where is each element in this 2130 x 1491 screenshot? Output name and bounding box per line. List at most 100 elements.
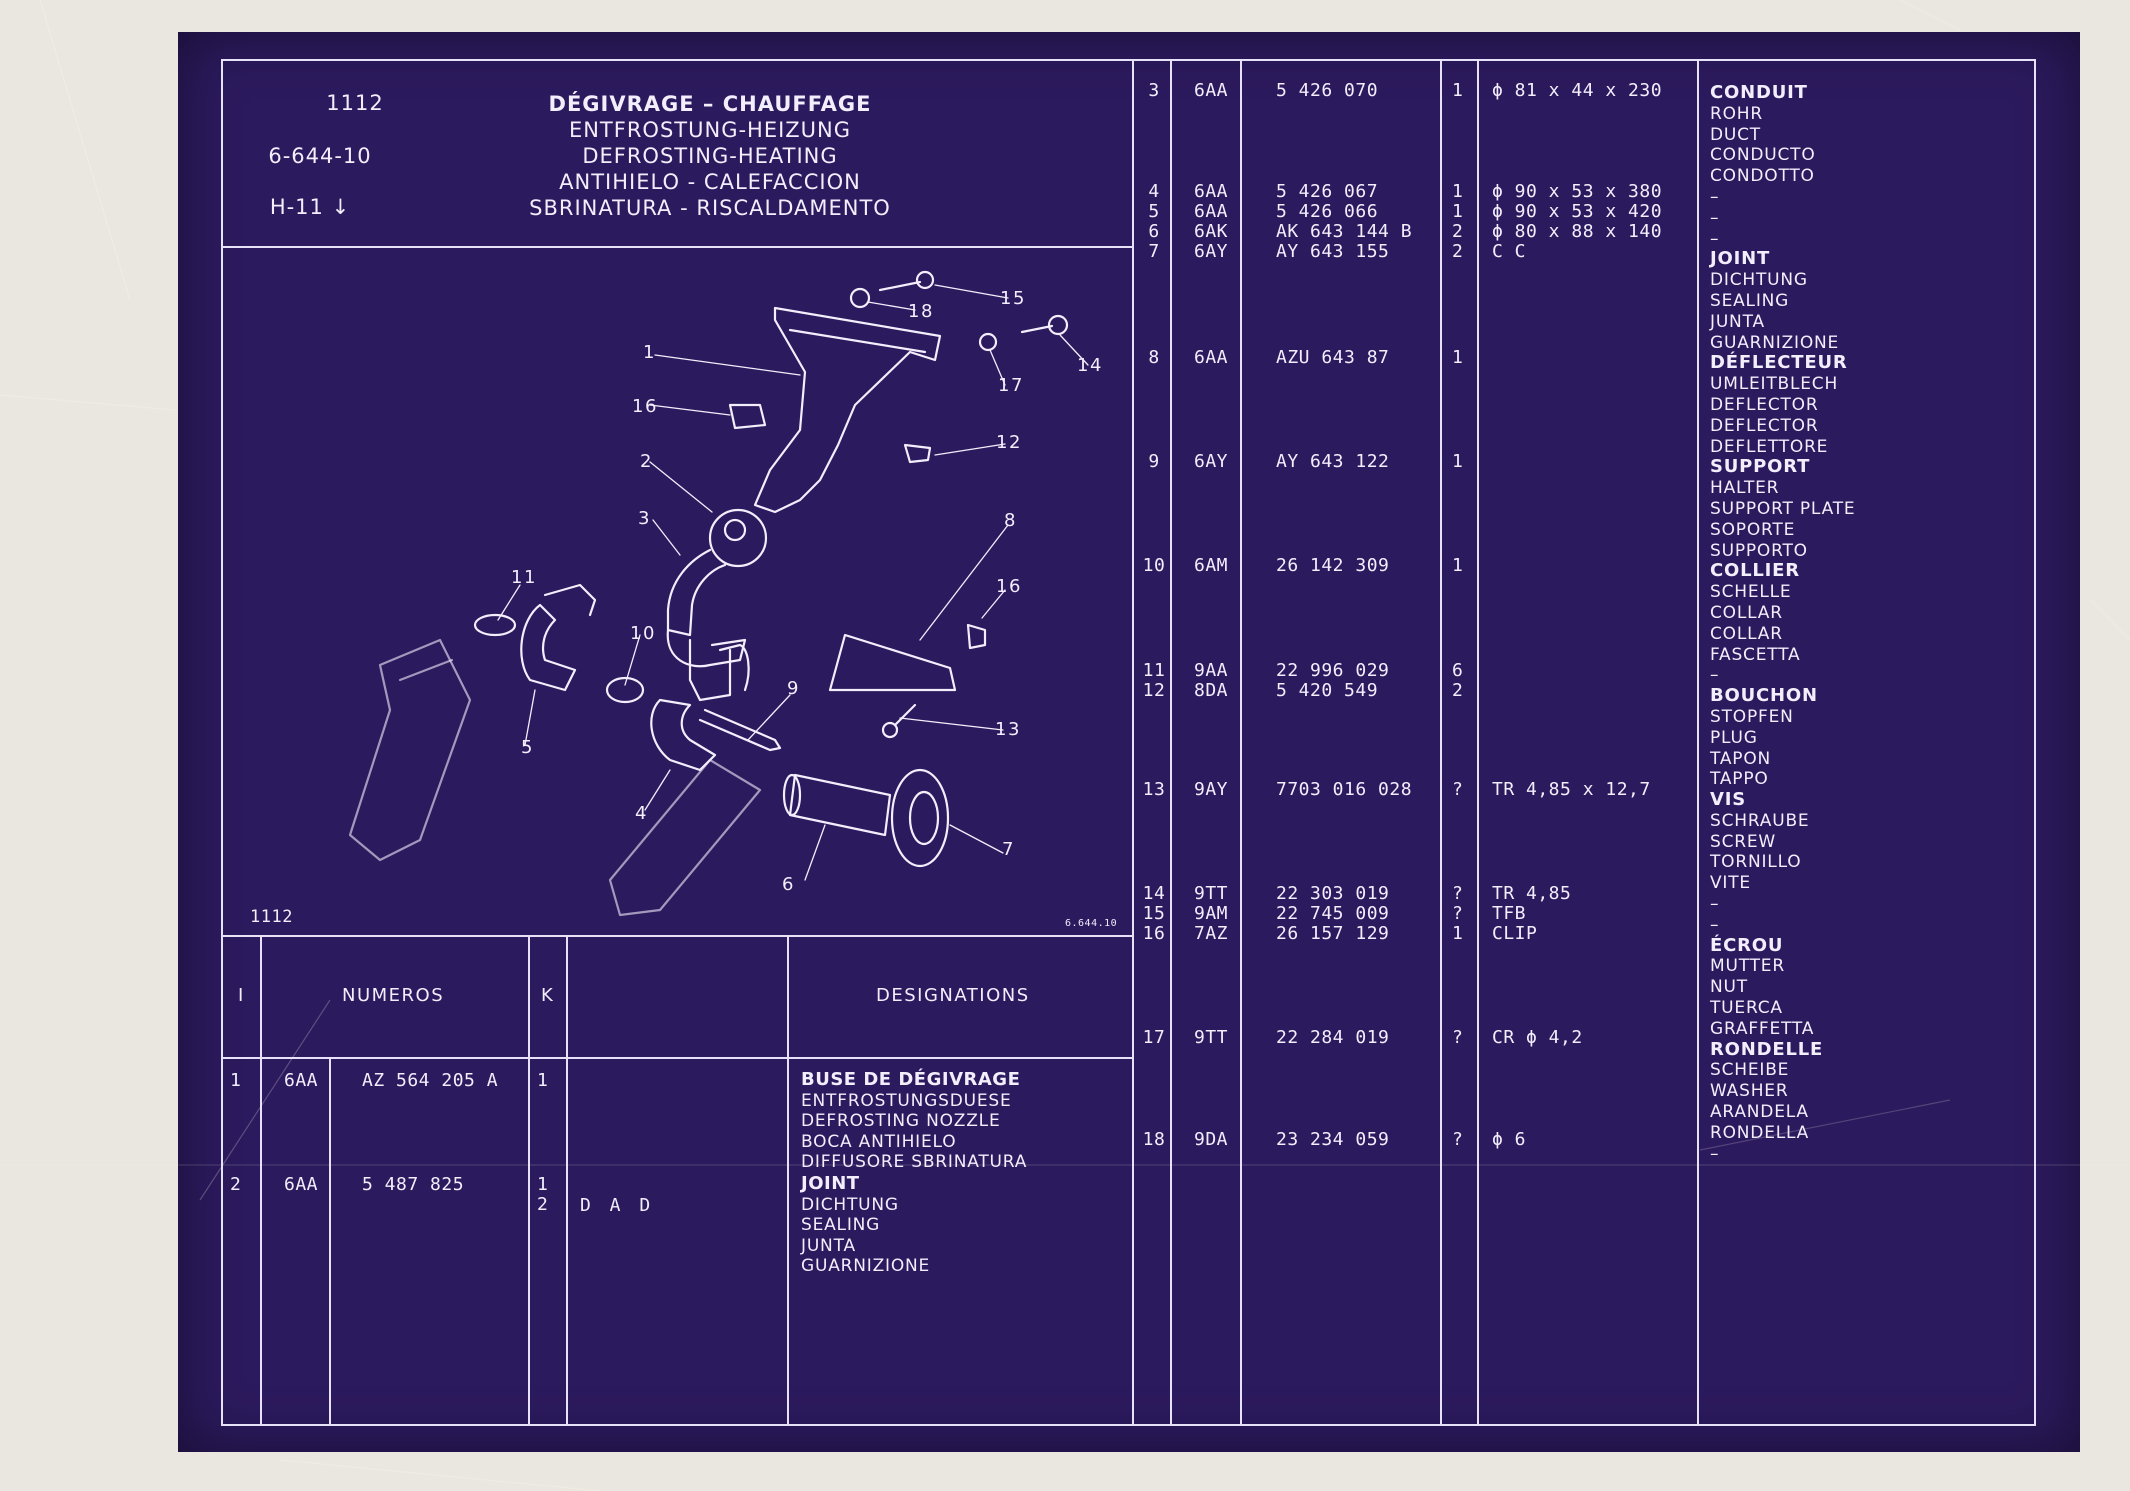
col-divider-i-left [260,935,262,1426]
row-quantity: 1 [1452,201,1464,222]
row-quantity: 1 [1452,923,1464,944]
row-index: 6 [1148,221,1160,242]
row-code: 7AZ [1194,923,1229,944]
row-code: 6AY [1194,241,1229,262]
designation-translation: TAPPO [1710,769,1769,790]
row-quantity: 2 [1452,241,1464,262]
row-quantity: ? [1452,779,1464,800]
row-part-number: 26 157 129 [1276,923,1390,944]
row-quantity: ? [1452,1129,1464,1150]
callout-14: 14 [1077,355,1103,376]
row-code: 9AY [1194,779,1229,800]
row-quantity: 1 [1452,347,1464,368]
row-dimension: TFB [1492,903,1527,924]
column-header-designations: DESIGNATIONS [876,985,1030,1006]
row-quantity: 2 [1452,680,1464,701]
callout-18: 18 [908,301,934,322]
row-part-number: AK 643 144 B [1276,221,1413,242]
col-divider-k-right [1477,59,1479,1426]
row-index: 4 [1148,181,1160,202]
row-dimension: TR 4,85 [1492,883,1572,904]
designation-translation: – [1710,207,1720,228]
row-code: 6AM [1194,555,1229,576]
parts-table-frame [221,59,2036,1426]
row-dimension: ϕ 6 [1492,1129,1527,1150]
column-header-numeros: NUMEROS [342,985,445,1006]
designation-translation: JUNTA [801,1235,856,1256]
designation-translation: – [1710,228,1720,249]
row-part-number: 5 487 825 [362,1174,465,1195]
row-part-number: 5 426 070 [1276,80,1379,101]
designation-translation: RONDELLA [1710,1122,1810,1143]
designation-fr: ÉCROU [1710,934,1784,956]
part-2-joint [708,508,768,568]
designation-translation: HALTER [1710,478,1780,499]
row-quantity: ? [1452,903,1464,924]
callout-10: 10 [630,623,656,644]
diagram-model-label: 1112 [250,907,293,927]
designation-translation: DEFLETTORE [1710,436,1829,457]
designation-translation: ENTFROSTUNGSDUESE [801,1090,1012,1111]
col-divider-num-right [1440,59,1442,1426]
row-code: 9TT [1194,883,1229,904]
row-code: 6AA [1194,201,1229,222]
row-dimension: TR 4,85 x 12,7 [1492,779,1651,800]
row-index: 13 [1142,779,1166,800]
page-subtitle-it: SBRINATURA - RISCALDAMENTO [529,196,891,220]
designation-translation: CONDUCTO [1710,145,1816,166]
designation-fr: COLLIER [1710,560,1800,582]
callout-7: 7 [1002,839,1015,860]
row-code: 6AA [284,1174,319,1195]
designation-translation: FASCETTA [1710,644,1801,665]
col-divider-num-left [528,935,530,1426]
row-code: 9TT [1194,1027,1229,1048]
row-quantity: 1 2 [537,1174,549,1215]
designation-translation: GRAFFETTA [1710,1018,1815,1039]
designation-fr: BUSE DE DÉGIVRAGE [801,1069,1021,1090]
designation-translation: DEFLECTOR [1710,415,1819,436]
row-part-number: 26 142 309 [1276,555,1390,576]
row-index: 2 [230,1174,242,1195]
row-part-number: 5 426 066 [1276,201,1379,222]
designation-translation: – [1710,186,1720,207]
part-9-support [698,708,782,752]
row-quantity: ? [1452,883,1464,904]
designation-translation: GUARNIZIONE [1710,332,1840,353]
callout-11: 11 [511,567,537,588]
callout-16-upper: 16 [632,396,658,417]
designation-translation: – [1710,1143,1720,1164]
designation-translation: SCREW [1710,831,1777,852]
row-index: 5 [1148,201,1160,222]
row-index: 9 [1148,451,1160,472]
callout-6: 6 [782,874,795,895]
row-part-number: AZ 564 205 A [362,1070,499,1091]
row-dimension: ϕ 90 x 53 x 380 [1492,181,1663,202]
part-16-clip-lower [966,623,987,650]
part-18-nut [849,287,871,309]
designation-translation: JUNTA [1710,311,1765,332]
col-divider-code-left [329,1057,331,1426]
callout-3: 3 [638,508,651,529]
designation-translation: SOPORTE [1710,519,1796,540]
page-title: DÉGIVRAGE – CHAUFFAGE [548,92,872,116]
row-code: 6AY [1194,451,1229,472]
row-code: 6AA [1194,347,1229,368]
row-quantity: 6 [1452,660,1464,681]
row-quantity: 1 [1452,555,1464,576]
col-divider-code-right [1240,59,1242,1426]
divider-header [221,246,1132,248]
row-part-number: 22 745 009 [1276,903,1390,924]
row-part-number: 5 420 549 [1276,680,1379,701]
designation-translation: SEALING [801,1215,881,1235]
callout-15: 15 [1000,288,1026,309]
divider-main [1132,59,1134,1426]
page-subtitle-en: DEFROSTING-HEATING [582,144,838,168]
designation-fr: DÉFLECTEUR [1710,352,1848,374]
designation-translation: DUCT [1710,124,1761,145]
row-dimension: ϕ 80 x 88 x 140 [1492,221,1663,242]
callout-5: 5 [521,737,534,758]
designation-translation: TORNILLO [1710,852,1802,873]
callout-9: 9 [787,678,800,699]
row-part-number: AY 643 155 [1276,241,1390,262]
